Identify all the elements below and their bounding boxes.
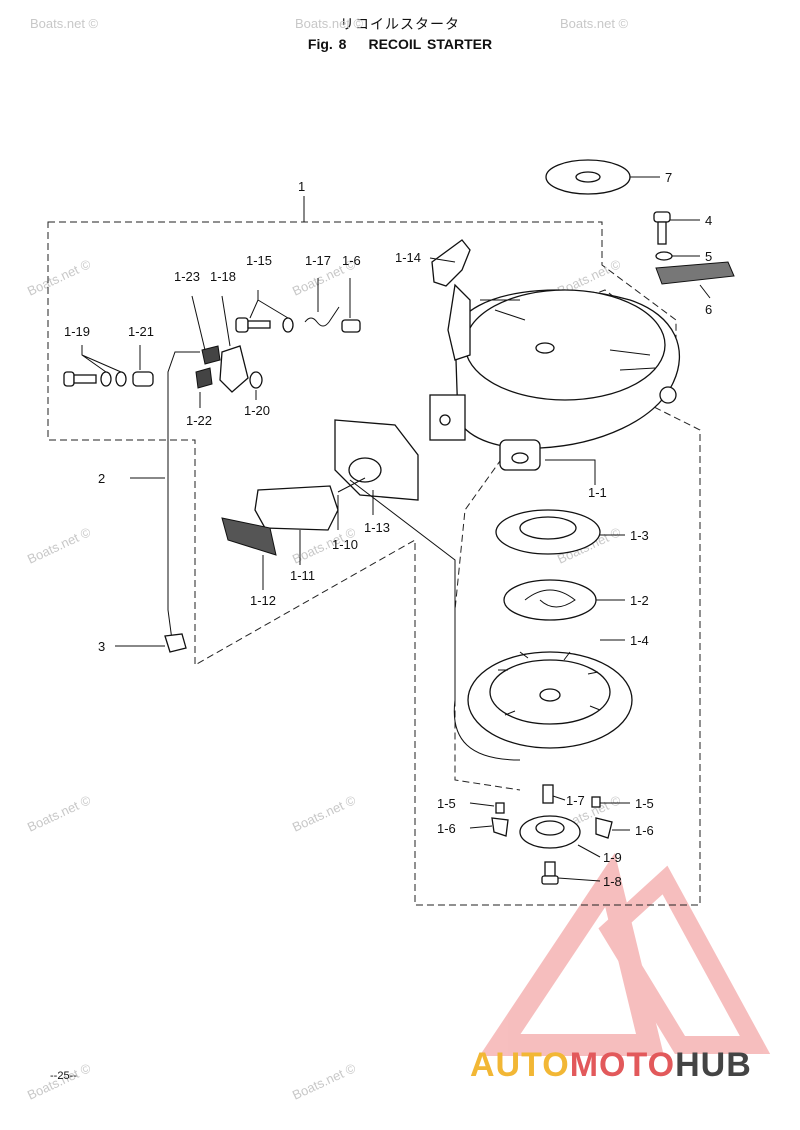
part-1-2-recoil-spring (503, 579, 597, 621)
part-1-13-bracket (334, 394, 466, 501)
callout-3: 3 (98, 639, 105, 654)
part-1-12-clip (221, 517, 277, 556)
callout-1-4: 1-4 (630, 633, 649, 648)
callout-labels: 1 2 3 4 5 6 7 1-1 1-2 1-3 1-4 1-5 1-5 1-… (64, 170, 712, 889)
part-1-9-ratchet (519, 815, 581, 849)
callout-6: 6 (705, 302, 712, 317)
callout-1-14: 1-14 (395, 250, 421, 265)
brand-part-2: MOTO (569, 1046, 676, 1084)
callout-1-6-right: 1-6 (635, 823, 654, 838)
part-1-5-pin-right (591, 796, 601, 808)
figure-title: Fig. 8 RECOIL STARTER (0, 36, 800, 52)
leader-lines (81, 176, 711, 882)
figure-title-text: RECOIL STARTER (368, 36, 493, 52)
part-2-link-rod (167, 351, 200, 641)
watermarks: Boats.net © Boats.net © Boats.net © Boat… (25, 16, 629, 1103)
part-1-20-washer (249, 371, 263, 389)
watermark-text: Boats.net © (25, 256, 93, 299)
part-1-18-plate (219, 345, 249, 393)
callout-1-7: 1-7 (566, 793, 585, 808)
watermark-text: Boats.net © (295, 16, 364, 31)
part-1-6-pawl-right (595, 817, 613, 839)
part-1-15-screw (235, 317, 294, 333)
part-5-washer (655, 251, 673, 261)
callout-1-5-left: 1-5 (437, 796, 456, 811)
callout-1-23: 1-23 (174, 269, 200, 284)
watermark-text: Boats.net © (290, 1060, 358, 1103)
watermark-text: Boats.net © (25, 792, 93, 835)
callout-1-15: 1-15 (246, 253, 272, 268)
callout-1-21: 1-21 (128, 324, 154, 339)
callout-2: 2 (98, 471, 105, 486)
part-3-rod-end (164, 633, 187, 653)
callout-5: 5 (705, 249, 712, 264)
part-1-17-spring (304, 306, 340, 327)
part-1-14-arm (447, 283, 471, 361)
brand-part-3: HUB (675, 1046, 752, 1084)
callout-1-1: 1-1 (588, 485, 607, 500)
callout-1-2: 1-2 (630, 593, 649, 608)
callout-1-8: 1-8 (603, 874, 622, 889)
part-1-19-bolt (63, 371, 127, 387)
callout-1-22: 1-22 (186, 413, 212, 428)
callout-1-6-left: 1-6 (437, 821, 456, 836)
part-6-grip-pad (655, 261, 735, 285)
callout-1-19: 1-19 (64, 324, 90, 339)
callout-1-12: 1-12 (250, 593, 276, 608)
part-1-4-rope-reel (467, 651, 633, 749)
part-1-23-pawl (201, 345, 221, 365)
part-1-22-spring (195, 367, 213, 389)
starter-rope (349, 479, 521, 761)
part-1-1-starter-case (454, 289, 681, 471)
brand-logo-triangle (479, 853, 771, 1056)
part-1-5-pin-left (495, 802, 505, 814)
figure-number: Fig. 8 (307, 36, 347, 52)
part-1-8-bolt (541, 861, 559, 885)
part-7-disc (545, 159, 631, 195)
watermark-text: Boats.net © (30, 16, 99, 31)
callout-1-5-right: 1-5 (635, 796, 654, 811)
watermark-text: Boats.net © (25, 524, 93, 567)
callout-1-13: 1-13 (364, 520, 390, 535)
watermark-text: Boats.net © (290, 792, 358, 835)
callout-1-11: 1-11 (290, 568, 315, 583)
callout-1-16: 1-6 (342, 253, 361, 268)
brand-part-1: AUTO (470, 1046, 570, 1084)
callout-1: 1 (298, 179, 305, 194)
part-1-11-handle (254, 477, 366, 531)
callout-1-17: 1-17 (305, 253, 331, 268)
callout-1-9: 1-9 (603, 850, 622, 865)
page-header: リコイルスタータ Fig. 8 RECOIL STARTER (0, 14, 800, 52)
callout-1-10: 1-10 (332, 537, 358, 552)
assembly-boundary-inner (454, 404, 541, 791)
part-1-14-lever (431, 239, 471, 287)
page-number: --25-- (50, 1070, 77, 1082)
part-1-3-spring-case (495, 509, 601, 555)
callout-7: 7 (665, 170, 672, 185)
title-japanese: リコイルスタータ (340, 17, 460, 33)
watermark-text: Boats.net © (560, 16, 629, 31)
part-1-6-pawl-left (491, 817, 509, 837)
brand-logo-text: AUTOMOTOHUB (470, 1046, 752, 1085)
callout-1-18: 1-18 (210, 269, 236, 284)
assembly-boundary (47, 221, 701, 906)
part-1-21-collar (132, 371, 154, 387)
callout-1-3: 1-3 (630, 528, 649, 543)
callout-1-20: 1-20 (244, 403, 270, 418)
part-1-16-collar (341, 319, 361, 333)
part-4-bolt (653, 211, 671, 245)
part-1-7-spring (542, 784, 554, 804)
callout-4: 4 (705, 213, 712, 228)
